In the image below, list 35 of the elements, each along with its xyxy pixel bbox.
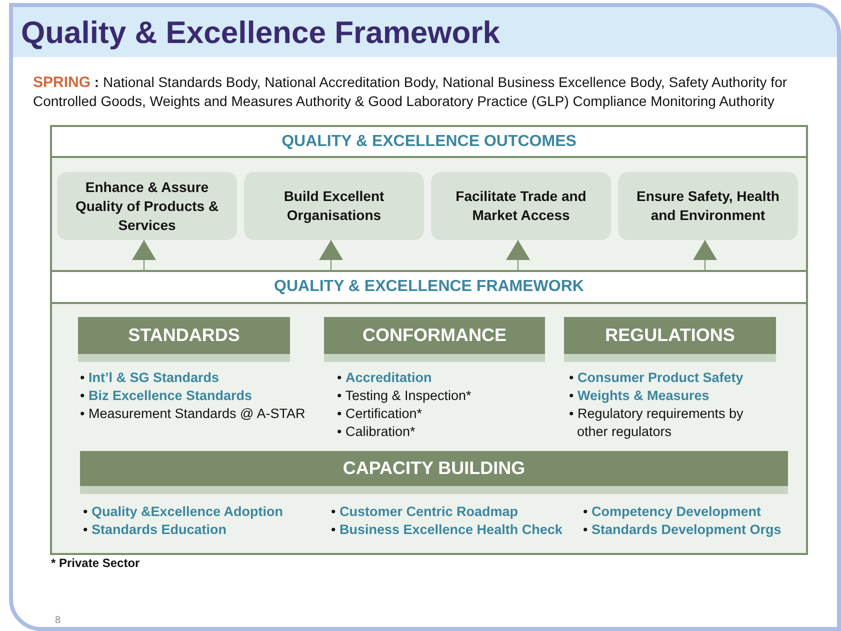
outcome-box: Ensure Safety, Health and Environment xyxy=(618,172,798,240)
bullet-item: • Accreditation xyxy=(337,369,433,387)
bullet-item: • Int’l & SG Standards xyxy=(80,369,220,387)
bullet-item: • Measurement Standards @ A-STAR xyxy=(80,405,306,423)
footnote: * Private Sector xyxy=(51,556,140,570)
page-number: 8 xyxy=(55,615,61,626)
bullet-item: • Quality &Excellence Adoption xyxy=(83,503,284,521)
pillar-header: REGULATIONS xyxy=(564,317,776,354)
bullet-item: • Biz Excellence Standards xyxy=(80,387,254,405)
bullet-item: • Calibration* xyxy=(337,423,416,441)
capacity-header: CAPACITY BUILDING xyxy=(80,451,788,486)
bullet-item: • Certification* xyxy=(337,405,424,423)
section-header: QUALITY & EXCELLENCE FRAMEWORK xyxy=(52,270,806,304)
title: Quality & Excellence Framework xyxy=(21,15,500,51)
outcome-box: Facilitate Trade and Market Access xyxy=(431,172,611,240)
arrow xyxy=(319,240,343,270)
bullet-item: • Testing & Inspection* xyxy=(337,387,472,405)
bullet-item: • Regulatory requirements by other regulators xyxy=(569,405,744,441)
bullet-item: • Weights & Measures xyxy=(569,387,710,405)
pillar-header: STANDARDS xyxy=(78,317,290,354)
bullet-item: • Standards Development Orgs xyxy=(583,521,782,539)
arrow xyxy=(506,240,530,270)
bullet-item: • Business Excellence Health Check xyxy=(331,521,564,539)
outcome-box: Enhance & Assure Quality of Products & Services xyxy=(57,172,237,240)
panel xyxy=(50,125,808,555)
arrow xyxy=(132,240,156,270)
bullet-item: • Competency Development xyxy=(583,503,762,521)
bullet-item: • Consumer Product Safety xyxy=(569,369,744,387)
bullet-item: • Standards Education xyxy=(83,521,228,539)
arrow xyxy=(693,240,717,270)
intro-text: SPRING : National Standards Body, National Accreditation Body, National Business Excellence Body, Safety Authority for Controlled Goods, Weights and Measures Authority & Good Laboratory Practice (GLP) Compliance Monitoring Authority xyxy=(33,73,788,111)
outcome-box: Build Excellent Organisations xyxy=(244,172,424,240)
section-header: QUALITY & EXCELLENCE OUTCOMES xyxy=(52,127,806,158)
pillar-header: CONFORMANCE xyxy=(324,317,545,354)
bullet-item: • Customer Centric Roadmap xyxy=(331,503,520,521)
